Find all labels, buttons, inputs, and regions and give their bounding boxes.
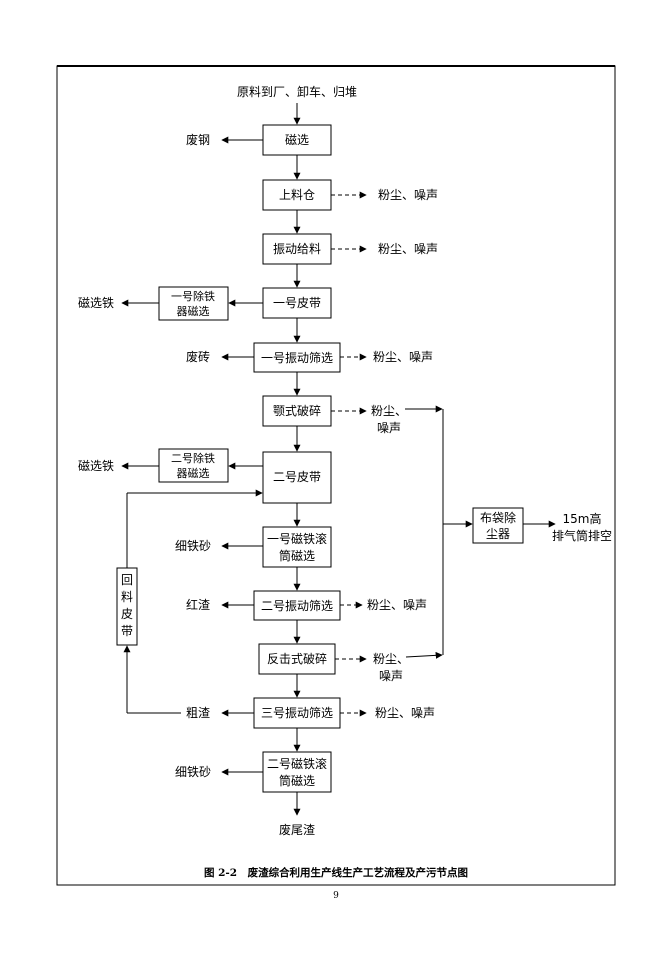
stack-label-l2: 排气筒排空 xyxy=(552,528,612,543)
svg-text:料: 料 xyxy=(121,590,133,604)
figure-caption: 图 2-2 废渣综合利用生产线生产工艺流程及产污节点图 xyxy=(204,866,468,879)
svg-text:振动给料: 振动给料 xyxy=(273,242,321,256)
svg-text:反击式破碎: 反击式破碎 xyxy=(267,651,327,666)
step-vibro-feeder: 振动给料 xyxy=(262,233,332,265)
svg-text:磁选: 磁选 xyxy=(285,132,309,147)
step-jaw-crusher: 颚式破碎 xyxy=(262,395,332,427)
step-belt-1: 一号皮带 xyxy=(262,287,332,319)
diagram-frame xyxy=(56,65,616,886)
emission-jaw-crusher-l1: 粉尘、 xyxy=(371,404,407,418)
input-label: 原料到厂、卸车、归堆 xyxy=(237,84,357,99)
left-outputs: 废钢 一号除铁 器磁选 磁选铁 废砖 二号除铁 器磁选 磁选铁 细铁砂 红渣 粗… xyxy=(78,132,263,779)
emission-arrows: 粉尘、噪声 粉尘、噪声 粉尘、噪声 粉尘、 噪声 粉尘、噪声 粉尘、 噪声 粉尘… xyxy=(331,188,438,720)
output-red-slag: 红渣 xyxy=(186,597,210,612)
svg-text:三号振动筛选: 三号振动筛选 xyxy=(261,705,333,720)
emission-screen-3: 粉尘、噪声 xyxy=(375,706,435,720)
output-coarse-slag: 粗渣 xyxy=(186,706,210,720)
svg-text:尘器: 尘器 xyxy=(486,527,510,541)
step-screen-3: 三号振动筛选 xyxy=(253,697,341,729)
emission-jaw-crusher-l2: 噪声 xyxy=(377,421,401,435)
svg-text:二号皮带: 二号皮带 xyxy=(273,470,321,484)
iron-remover-2 xyxy=(158,448,229,483)
svg-text:一号除铁: 一号除铁 xyxy=(171,289,215,303)
output-fine-iron-1: 细铁砂 xyxy=(175,539,211,553)
step-drum-mag-1: 一号磁铁滚 筒磁选 xyxy=(262,526,332,568)
dust-collection-lines: 布袋除 尘器 15m高 排气筒排空 xyxy=(405,405,612,659)
page-number: 9 xyxy=(333,891,339,901)
step-screen-1: 一号振动筛选 xyxy=(253,342,341,373)
svg-text:二号除铁: 二号除铁 xyxy=(171,451,215,465)
svg-text:回: 回 xyxy=(121,573,133,587)
output-mag-iron-2: 磁选铁 xyxy=(78,458,114,473)
svg-text:器磁选: 器磁选 xyxy=(177,305,210,318)
emission-impact-crusher-l2: 噪声 xyxy=(379,669,403,683)
svg-text:一号磁铁滚: 一号磁铁滚 xyxy=(267,531,327,546)
svg-text:一号振动筛选: 一号振动筛选 xyxy=(261,350,333,365)
emission-vibro-feeder: 粉尘、噪声 xyxy=(378,242,438,256)
step-screen-2: 二号振动筛选 xyxy=(253,590,341,621)
emission-feed-bin: 粉尘、噪声 xyxy=(378,188,438,202)
svg-text:上料仓: 上料仓 xyxy=(279,188,315,202)
return-belt-loop: 回 料 皮 带 xyxy=(116,489,263,714)
step-feed-bin: 上料仓 xyxy=(262,179,332,211)
baghouse-box xyxy=(472,507,524,544)
svg-text:筒磁选: 筒磁选 xyxy=(279,773,315,788)
svg-text:一号皮带: 一号皮带 xyxy=(273,296,321,310)
step-magnetic: 磁选 xyxy=(262,124,332,156)
emission-impact-crusher-l1: 粉尘、 xyxy=(373,652,409,666)
svg-text:皮: 皮 xyxy=(121,607,133,621)
output-waste-brick: 废砖 xyxy=(186,349,210,364)
output-mag-iron-1: 磁选铁 xyxy=(78,295,114,310)
svg-text:筒磁选: 筒磁选 xyxy=(279,548,315,563)
step-impact-crusher: 反击式破碎 xyxy=(258,643,336,675)
svg-text:二号磁铁滚: 二号磁铁滚 xyxy=(267,756,327,771)
svg-text:二号振动筛选: 二号振动筛选 xyxy=(261,598,333,613)
emission-screen-2: 粉尘、噪声 xyxy=(367,598,427,612)
emission-screen-1: 粉尘、噪声 xyxy=(373,350,433,364)
svg-text:器磁选: 器磁选 xyxy=(177,467,210,480)
svg-text:布袋除: 布袋除 xyxy=(480,510,516,525)
step-belt-2: 二号皮带 xyxy=(262,451,332,504)
output-fine-iron-2: 细铁砂 xyxy=(175,765,211,779)
output-scrap-steel: 废钢 xyxy=(186,132,210,147)
output-tailings: 废尾渣 xyxy=(279,822,315,837)
svg-text:带: 带 xyxy=(121,624,133,638)
stack-label-l1: 15m高 xyxy=(563,511,602,526)
svg-text:颚式破碎: 颚式破碎 xyxy=(273,403,321,418)
step-drum-mag-2: 二号磁铁滚 筒磁选 xyxy=(262,751,332,793)
